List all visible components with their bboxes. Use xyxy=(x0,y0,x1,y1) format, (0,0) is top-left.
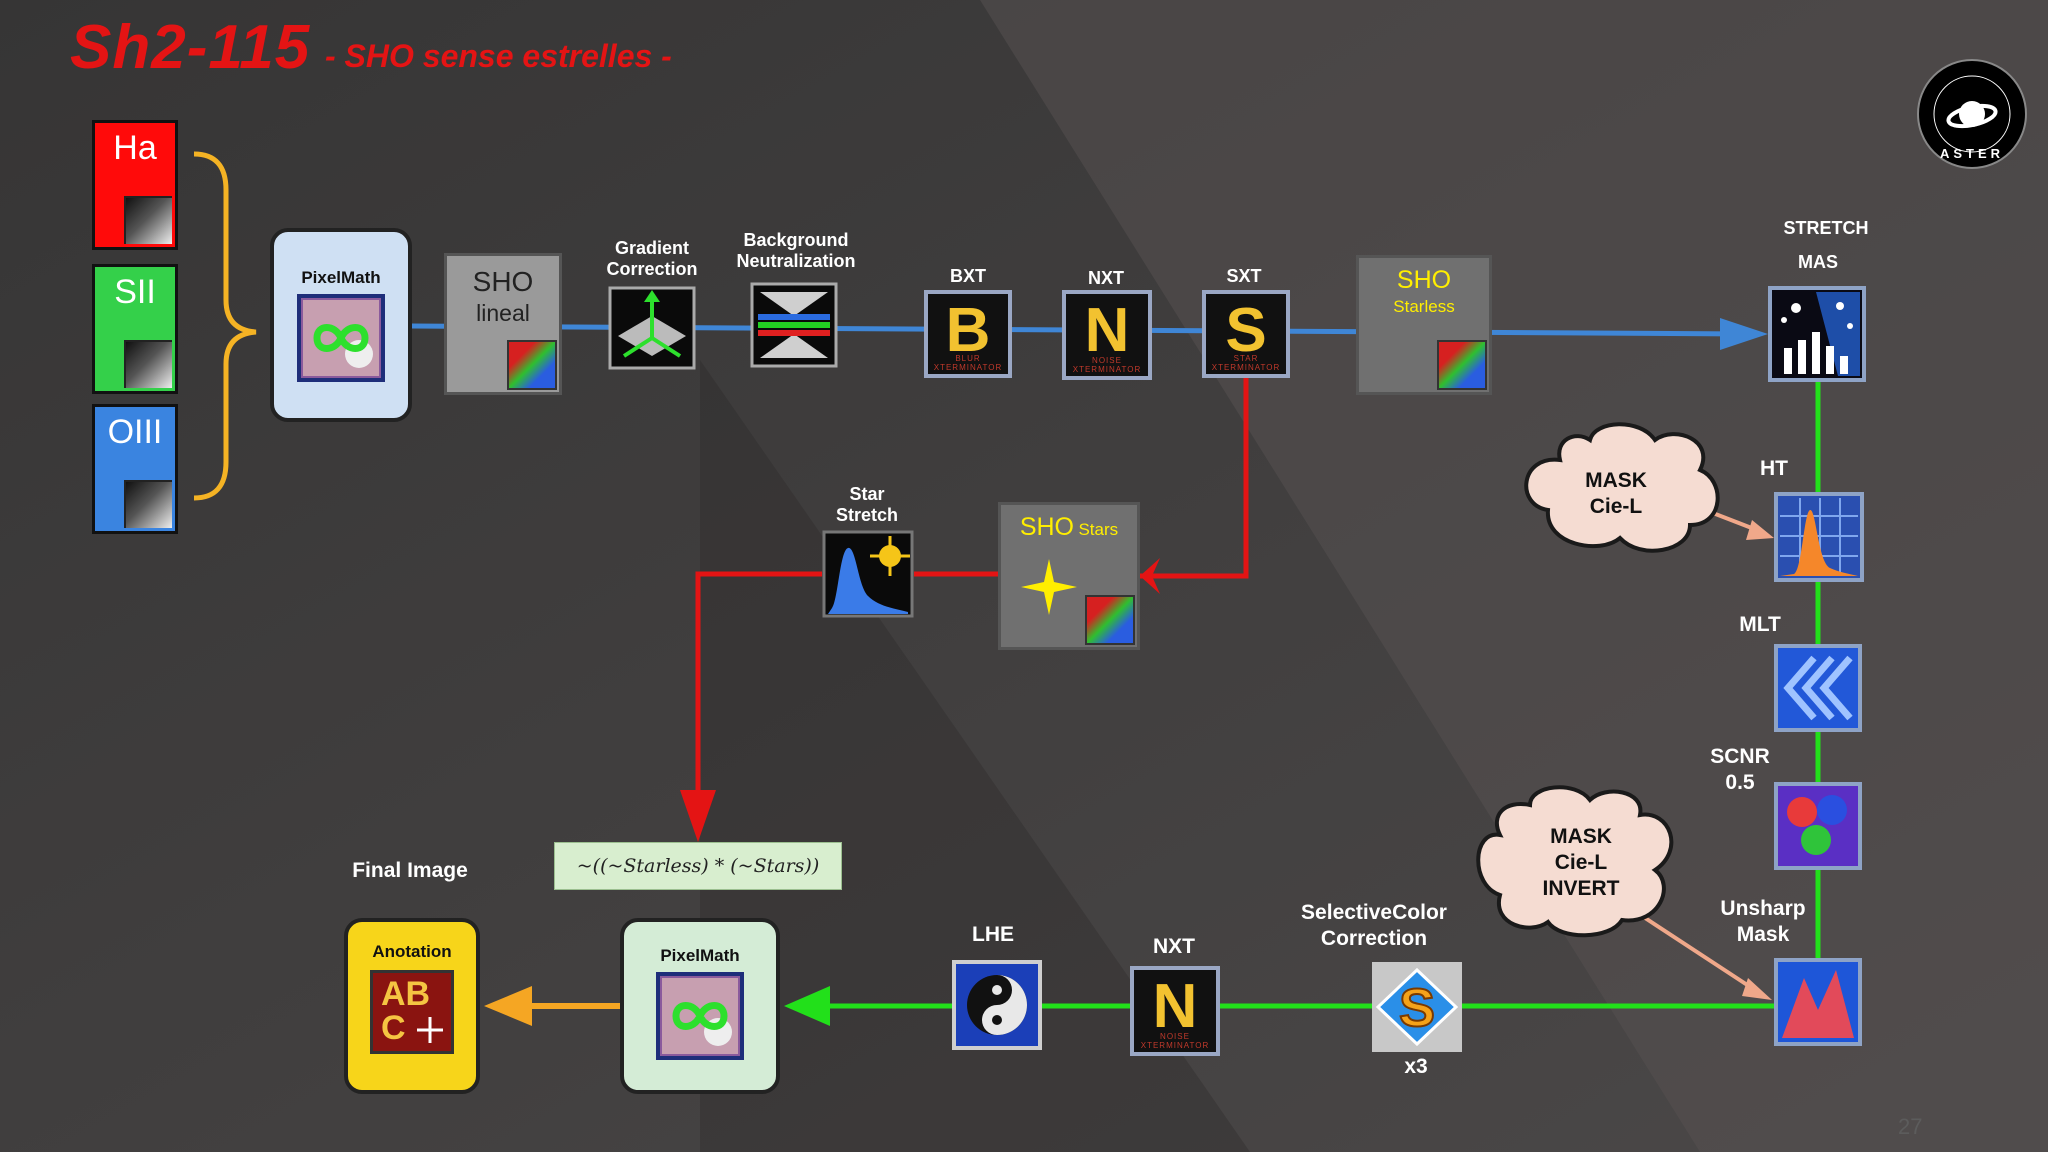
nxt-top-icon-caption: NOISE XTERMINATOR xyxy=(1072,356,1142,374)
mlt-icon xyxy=(1774,644,1862,732)
mask-cloud-1 xyxy=(1524,422,1720,553)
channel-oiii-label: OIII xyxy=(107,413,163,451)
nxt-bottom-icon-caption: NOISE XTERMINATOR xyxy=(1140,1032,1210,1050)
red-flow-line-3 xyxy=(695,571,822,820)
crosshair-icon xyxy=(417,1017,443,1043)
red-arrow-head-2 xyxy=(680,790,716,842)
bxt-icon-caption: BLUR XTERMINATOR xyxy=(933,354,1003,372)
unsharp-mask-icon xyxy=(1774,958,1862,1046)
nxt-bottom-icon: N NOISE XTERMINATOR xyxy=(1130,966,1220,1056)
page-number: 27 xyxy=(1898,1114,1923,1139)
channel-sii-label: SII xyxy=(114,273,156,311)
ht-icon xyxy=(1774,492,1864,582)
anotation-icon: AB C xyxy=(370,970,454,1054)
sho-lineal-node: SHO lineal xyxy=(444,253,562,395)
anotation-label: Anotation xyxy=(372,942,452,961)
final-image-label: Final Image xyxy=(352,859,468,882)
star-icon xyxy=(1021,559,1077,615)
svg-text:ASTER: ASTER xyxy=(1940,146,2004,161)
anotation-icon-letters: AB C xyxy=(381,975,431,1047)
sho-stars-node: SHO Stars xyxy=(998,502,1140,650)
mask-arrow-2-head xyxy=(1742,978,1772,1000)
x3-label: x3 xyxy=(1404,1055,1428,1078)
bxt-icon-letter: B xyxy=(945,296,991,365)
pixelmath-top-infinity-icon xyxy=(297,294,385,382)
stretch-label: STRETCH xyxy=(1783,218,1869,238)
channel-sii-thumbnail xyxy=(124,340,172,388)
sxt-icon: S STAR XTERMINATOR xyxy=(1202,290,1290,378)
bxt-icon: B BLUR XTERMINATOR xyxy=(924,290,1012,378)
pixelmath-bottom-infinity-icon xyxy=(656,972,744,1060)
background-label: Background Neutralization xyxy=(736,230,856,271)
selectivecolor-icon: S xyxy=(1372,962,1462,1052)
sho-starless-rgb-thumbnail xyxy=(1437,340,1487,390)
sho-lineal-subtitle: lineal xyxy=(476,300,530,326)
mas-label: MAS xyxy=(1798,252,1838,272)
mask-cloud-2 xyxy=(1476,785,1674,938)
sho-lineal-title: SHO xyxy=(472,266,534,297)
nxt-top-label: NXT xyxy=(1088,268,1124,288)
sxt-icon-caption: STAR XTERMINATOR xyxy=(1211,354,1281,372)
star-stretch-label: Star Stretch xyxy=(835,484,898,525)
channel-sii: SII xyxy=(92,264,178,394)
mlt-label: MLT xyxy=(1739,613,1781,636)
channel-oiii-thumbnail xyxy=(124,480,172,528)
anotation-node: Anotation AB C xyxy=(344,918,480,1094)
page-subtitle: - SHO sense estrelles - xyxy=(325,38,672,74)
orange-arrow-head xyxy=(484,986,532,1026)
nxt-bottom-label: NXT xyxy=(1153,935,1195,958)
mask-cie-l-text: MASK Cie-L xyxy=(1585,469,1647,518)
gradient-label: Gradient Correction xyxy=(606,238,698,279)
pixelmath-formula: ~((~Starless) * (~Stars)) xyxy=(554,842,842,890)
nxt-top-icon: N NOISE XTERMINATOR xyxy=(1062,290,1152,380)
sho-stars-rgb-thumbnail xyxy=(1085,595,1135,645)
channel-ha: Ha xyxy=(92,120,178,250)
nxt-top-icon-letter: N xyxy=(1084,296,1130,365)
pixelmath-top-label: PixelMath xyxy=(301,268,381,287)
scnr-label: SCNR 0.5 xyxy=(1710,745,1770,794)
mask-cie-l-invert-text: MASK Cie-L INVERT xyxy=(1542,825,1620,900)
ht-label: HT xyxy=(1760,457,1788,480)
scnr-icon xyxy=(1774,782,1862,870)
gradient-correction-icon xyxy=(608,286,696,370)
sho-stars-subtitle: Stars xyxy=(1078,520,1119,539)
bxt-label: BXT xyxy=(950,266,986,286)
selectivecolor-label: SelectiveColor Correction xyxy=(1301,901,1447,950)
pixelmath-bottom-node: PixelMath xyxy=(620,918,780,1094)
nxt-bottom-icon-letter: N xyxy=(1152,972,1198,1041)
unsharp-label: Unsharp Mask xyxy=(1720,897,1806,946)
svg-text:S: S xyxy=(1399,978,1435,1038)
mas-icon xyxy=(1768,286,1866,382)
channel-oiii: OIII xyxy=(92,404,178,534)
lhe-label: LHE xyxy=(972,923,1014,946)
sho-starless-node: SHO Starless xyxy=(1356,255,1492,395)
mask-arrow-1-head xyxy=(1746,520,1774,540)
red-flow-line xyxy=(1140,378,1249,579)
aster-logo: ASTER xyxy=(1917,59,2027,169)
channel-ha-thumbnail xyxy=(124,196,172,244)
background-neutralization-icon xyxy=(750,282,838,368)
sxt-label: SXT xyxy=(1226,266,1262,286)
channel-ha-label: Ha xyxy=(113,129,157,167)
sho-stars-title-row: SHO Stars xyxy=(1001,513,1137,542)
red-arrow-head-1 xyxy=(1140,558,1160,594)
sho-stars-title: SHO xyxy=(1019,513,1075,541)
lhe-icon xyxy=(952,960,1042,1050)
blue-arrow-head xyxy=(1720,318,1768,350)
green-arrow-head xyxy=(784,986,830,1026)
mask-arrow-2 xyxy=(1634,910,1760,994)
channel-brace xyxy=(193,151,257,501)
star-stretch-icon xyxy=(822,530,914,618)
pixelmath-top-node: PixelMath xyxy=(270,228,412,422)
sho-starless-subtitle: Starless xyxy=(1393,297,1455,316)
pixelmath-bottom-label: PixelMath xyxy=(660,946,740,965)
sho-lineal-rgb-thumbnail xyxy=(507,340,557,390)
sho-starless-title: SHO xyxy=(1396,266,1452,294)
page-title: Sh2-115 xyxy=(70,13,311,82)
sxt-icon-letter: S xyxy=(1225,296,1267,365)
